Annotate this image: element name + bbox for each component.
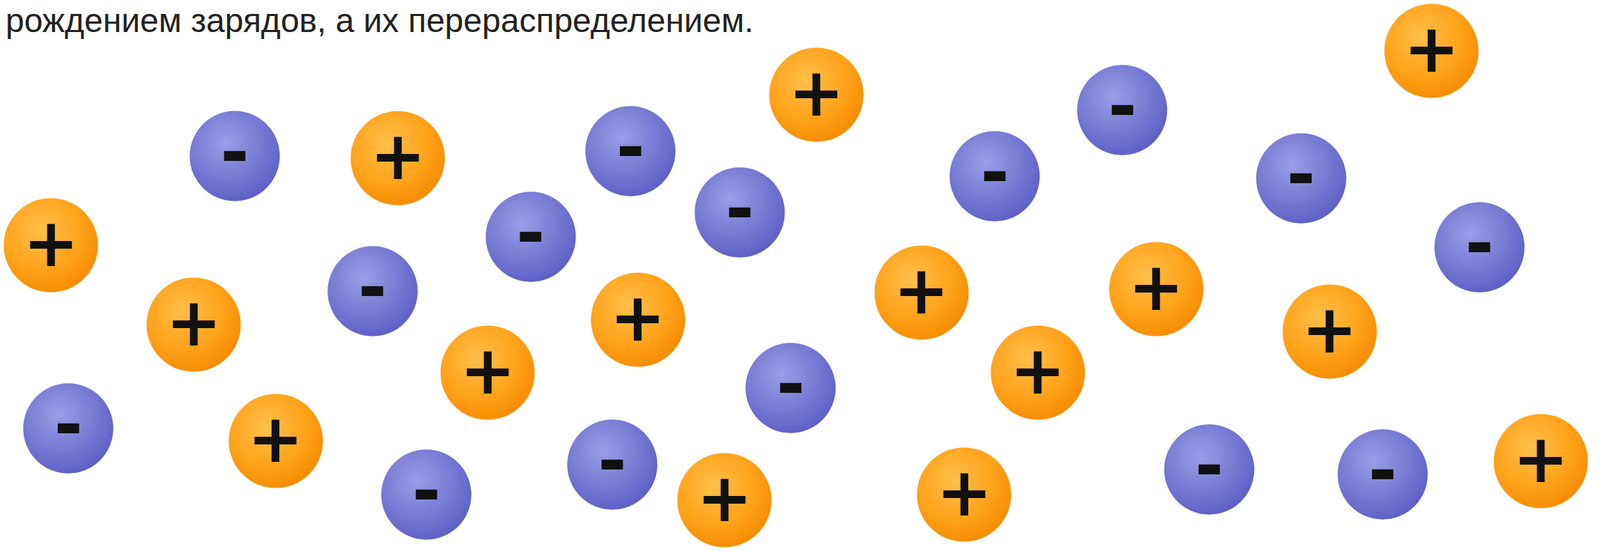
plus-sign: + bbox=[459, 337, 516, 405]
charge-circle: - bbox=[1336, 428, 1429, 521]
charge-disc bbox=[327, 245, 418, 336]
minus-sign: - bbox=[980, 137, 1011, 208]
charge-circle: + bbox=[915, 446, 1013, 543]
charge-disc bbox=[950, 131, 1040, 222]
minus-sign: - bbox=[53, 390, 83, 460]
minus-sign: - bbox=[1368, 436, 1398, 506]
charge-circle: - bbox=[484, 190, 577, 283]
charge-disc bbox=[1108, 241, 1203, 336]
charge-circle: + bbox=[227, 392, 324, 489]
charge-disc bbox=[4, 197, 99, 292]
charge-disc bbox=[1077, 65, 1168, 156]
charge-circle: + bbox=[2, 197, 99, 294]
charge-circle: - bbox=[188, 110, 281, 203]
charge-circle: + bbox=[589, 271, 687, 368]
charge-disc bbox=[189, 110, 280, 201]
charge-circle: + bbox=[1492, 413, 1589, 510]
minus-sign: - bbox=[412, 456, 442, 526]
charge-disc bbox=[567, 419, 657, 510]
plus-sign: + bbox=[247, 405, 304, 473]
charge-circle: - bbox=[566, 418, 659, 511]
charge-disc bbox=[1163, 424, 1254, 515]
minus-sign: - bbox=[1286, 140, 1316, 210]
charge-circle: + bbox=[439, 324, 536, 421]
charge-circle: - bbox=[1076, 64, 1169, 157]
plus-sign: + bbox=[1403, 15, 1460, 83]
plus-sign: + bbox=[696, 464, 753, 532]
charge-disc bbox=[1493, 414, 1588, 509]
charge-disc bbox=[1384, 3, 1479, 98]
charge-disc bbox=[590, 272, 685, 367]
charge-disc bbox=[874, 245, 969, 340]
charge-circle: + bbox=[873, 244, 970, 341]
plus-sign: + bbox=[788, 59, 845, 127]
plus-sign: + bbox=[1301, 296, 1358, 363]
charge-disc bbox=[228, 393, 323, 488]
charge-circle: + bbox=[1108, 241, 1205, 338]
minus-sign: - bbox=[725, 174, 755, 244]
charge-circle: + bbox=[1383, 2, 1480, 99]
charge-disc bbox=[1255, 133, 1346, 224]
charge-circle: + bbox=[676, 452, 773, 549]
plus-sign: + bbox=[165, 289, 222, 356]
charge-circle: - bbox=[1433, 201, 1526, 294]
minus-sign: - bbox=[220, 117, 250, 188]
charge-disc bbox=[677, 452, 772, 547]
charge-disc bbox=[1337, 429, 1428, 520]
charge-circle: - bbox=[1255, 132, 1348, 225]
charge-circle: - bbox=[584, 105, 677, 198]
minus-sign: - bbox=[597, 426, 627, 496]
minus-sign: - bbox=[616, 112, 646, 183]
plus-sign: + bbox=[1512, 425, 1569, 493]
charge-disc bbox=[990, 325, 1085, 420]
charge-circle: + bbox=[1281, 283, 1378, 380]
charge-disc bbox=[585, 105, 676, 196]
charge-disc bbox=[440, 325, 535, 420]
charge-circle: + bbox=[349, 110, 446, 207]
charge-disc bbox=[694, 167, 785, 258]
plus-sign: + bbox=[1128, 253, 1185, 321]
plus-sign: + bbox=[1010, 337, 1066, 405]
charge-disc bbox=[1434, 202, 1525, 292]
charge-disc bbox=[917, 447, 1012, 542]
plus-sign: + bbox=[609, 284, 666, 352]
charge-circle: + bbox=[989, 324, 1086, 421]
plus-sign: + bbox=[369, 122, 426, 190]
charge-circle: - bbox=[948, 130, 1041, 223]
charge-circle: - bbox=[693, 166, 786, 259]
minus-sign: - bbox=[1108, 71, 1138, 142]
charge-disc bbox=[485, 191, 576, 282]
minus-sign: - bbox=[776, 349, 806, 420]
charge-disc bbox=[381, 449, 472, 540]
charge-circle: - bbox=[326, 245, 419, 338]
charge-disc bbox=[351, 110, 446, 205]
plus-sign: + bbox=[893, 257, 950, 324]
charge-disc bbox=[769, 48, 864, 143]
minus-sign: - bbox=[358, 252, 388, 323]
charge-disc bbox=[22, 383, 113, 474]
charge-circle: - bbox=[1163, 423, 1256, 516]
charge-disc bbox=[146, 277, 242, 372]
charge-circle: - bbox=[22, 382, 115, 475]
minus-sign: - bbox=[1194, 431, 1224, 501]
charge-circle: - bbox=[380, 448, 473, 541]
minus-sign: - bbox=[516, 198, 546, 269]
plus-sign: + bbox=[22, 209, 79, 277]
charge-disc bbox=[1282, 284, 1377, 379]
plus-sign: + bbox=[936, 459, 992, 526]
charge-circle: + bbox=[145, 276, 242, 373]
charge-circle: + bbox=[768, 46, 865, 143]
caption-text: рождением зарядов, а их перераспределени… bbox=[5, 1, 754, 40]
charge-circle: - bbox=[744, 342, 837, 434]
minus-sign: - bbox=[1464, 208, 1495, 279]
charge-disc bbox=[746, 342, 836, 433]
